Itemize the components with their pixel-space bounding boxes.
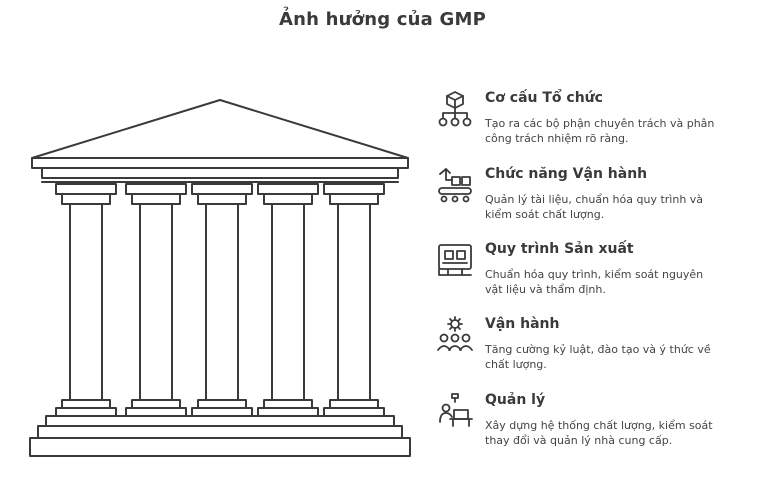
temple-illustration xyxy=(29,99,411,457)
manager-desk-icon xyxy=(439,393,473,427)
temple-column xyxy=(55,183,117,417)
pillar-title: Cơ cấu Tổ chức xyxy=(485,90,603,106)
team-gear-icon xyxy=(437,316,473,351)
pillar-description: Xây dựng hệ thống chất lượng, kiểm soát … xyxy=(485,419,713,447)
pillar-description: Tạo ra các bộ phận chuyên trách và phân … xyxy=(485,117,715,145)
pillar-description: Chuẩn hóa quy trình, kiểm soát nguyên vậ… xyxy=(485,268,704,296)
temple-roof xyxy=(31,99,409,159)
temple-column xyxy=(191,183,253,417)
pillar-title: Quản lý xyxy=(485,392,546,408)
cube-hierarchy-icon xyxy=(438,91,472,127)
conveyor-robot-arm-icon xyxy=(438,168,472,203)
temple-column xyxy=(323,183,385,417)
pillar-title: Quy trình Sản xuất xyxy=(485,241,634,257)
temple-entablature xyxy=(31,157,409,169)
temple-column xyxy=(125,183,187,417)
pillar-title: Chức năng Vận hành xyxy=(485,166,648,182)
temple-base xyxy=(45,415,395,427)
pillar-title: Vận hành xyxy=(485,316,560,332)
pillar-description: Quản lý tài liệu, chuẩn hóa quy trình và… xyxy=(485,193,704,221)
temple-column xyxy=(257,183,319,417)
production-display-icon xyxy=(438,244,472,276)
pillar-description: Tăng cường kỷ luật, đào tạo và ý thức về… xyxy=(485,343,711,371)
diagram-title: Ảnh hưởng của GMP xyxy=(279,9,486,30)
